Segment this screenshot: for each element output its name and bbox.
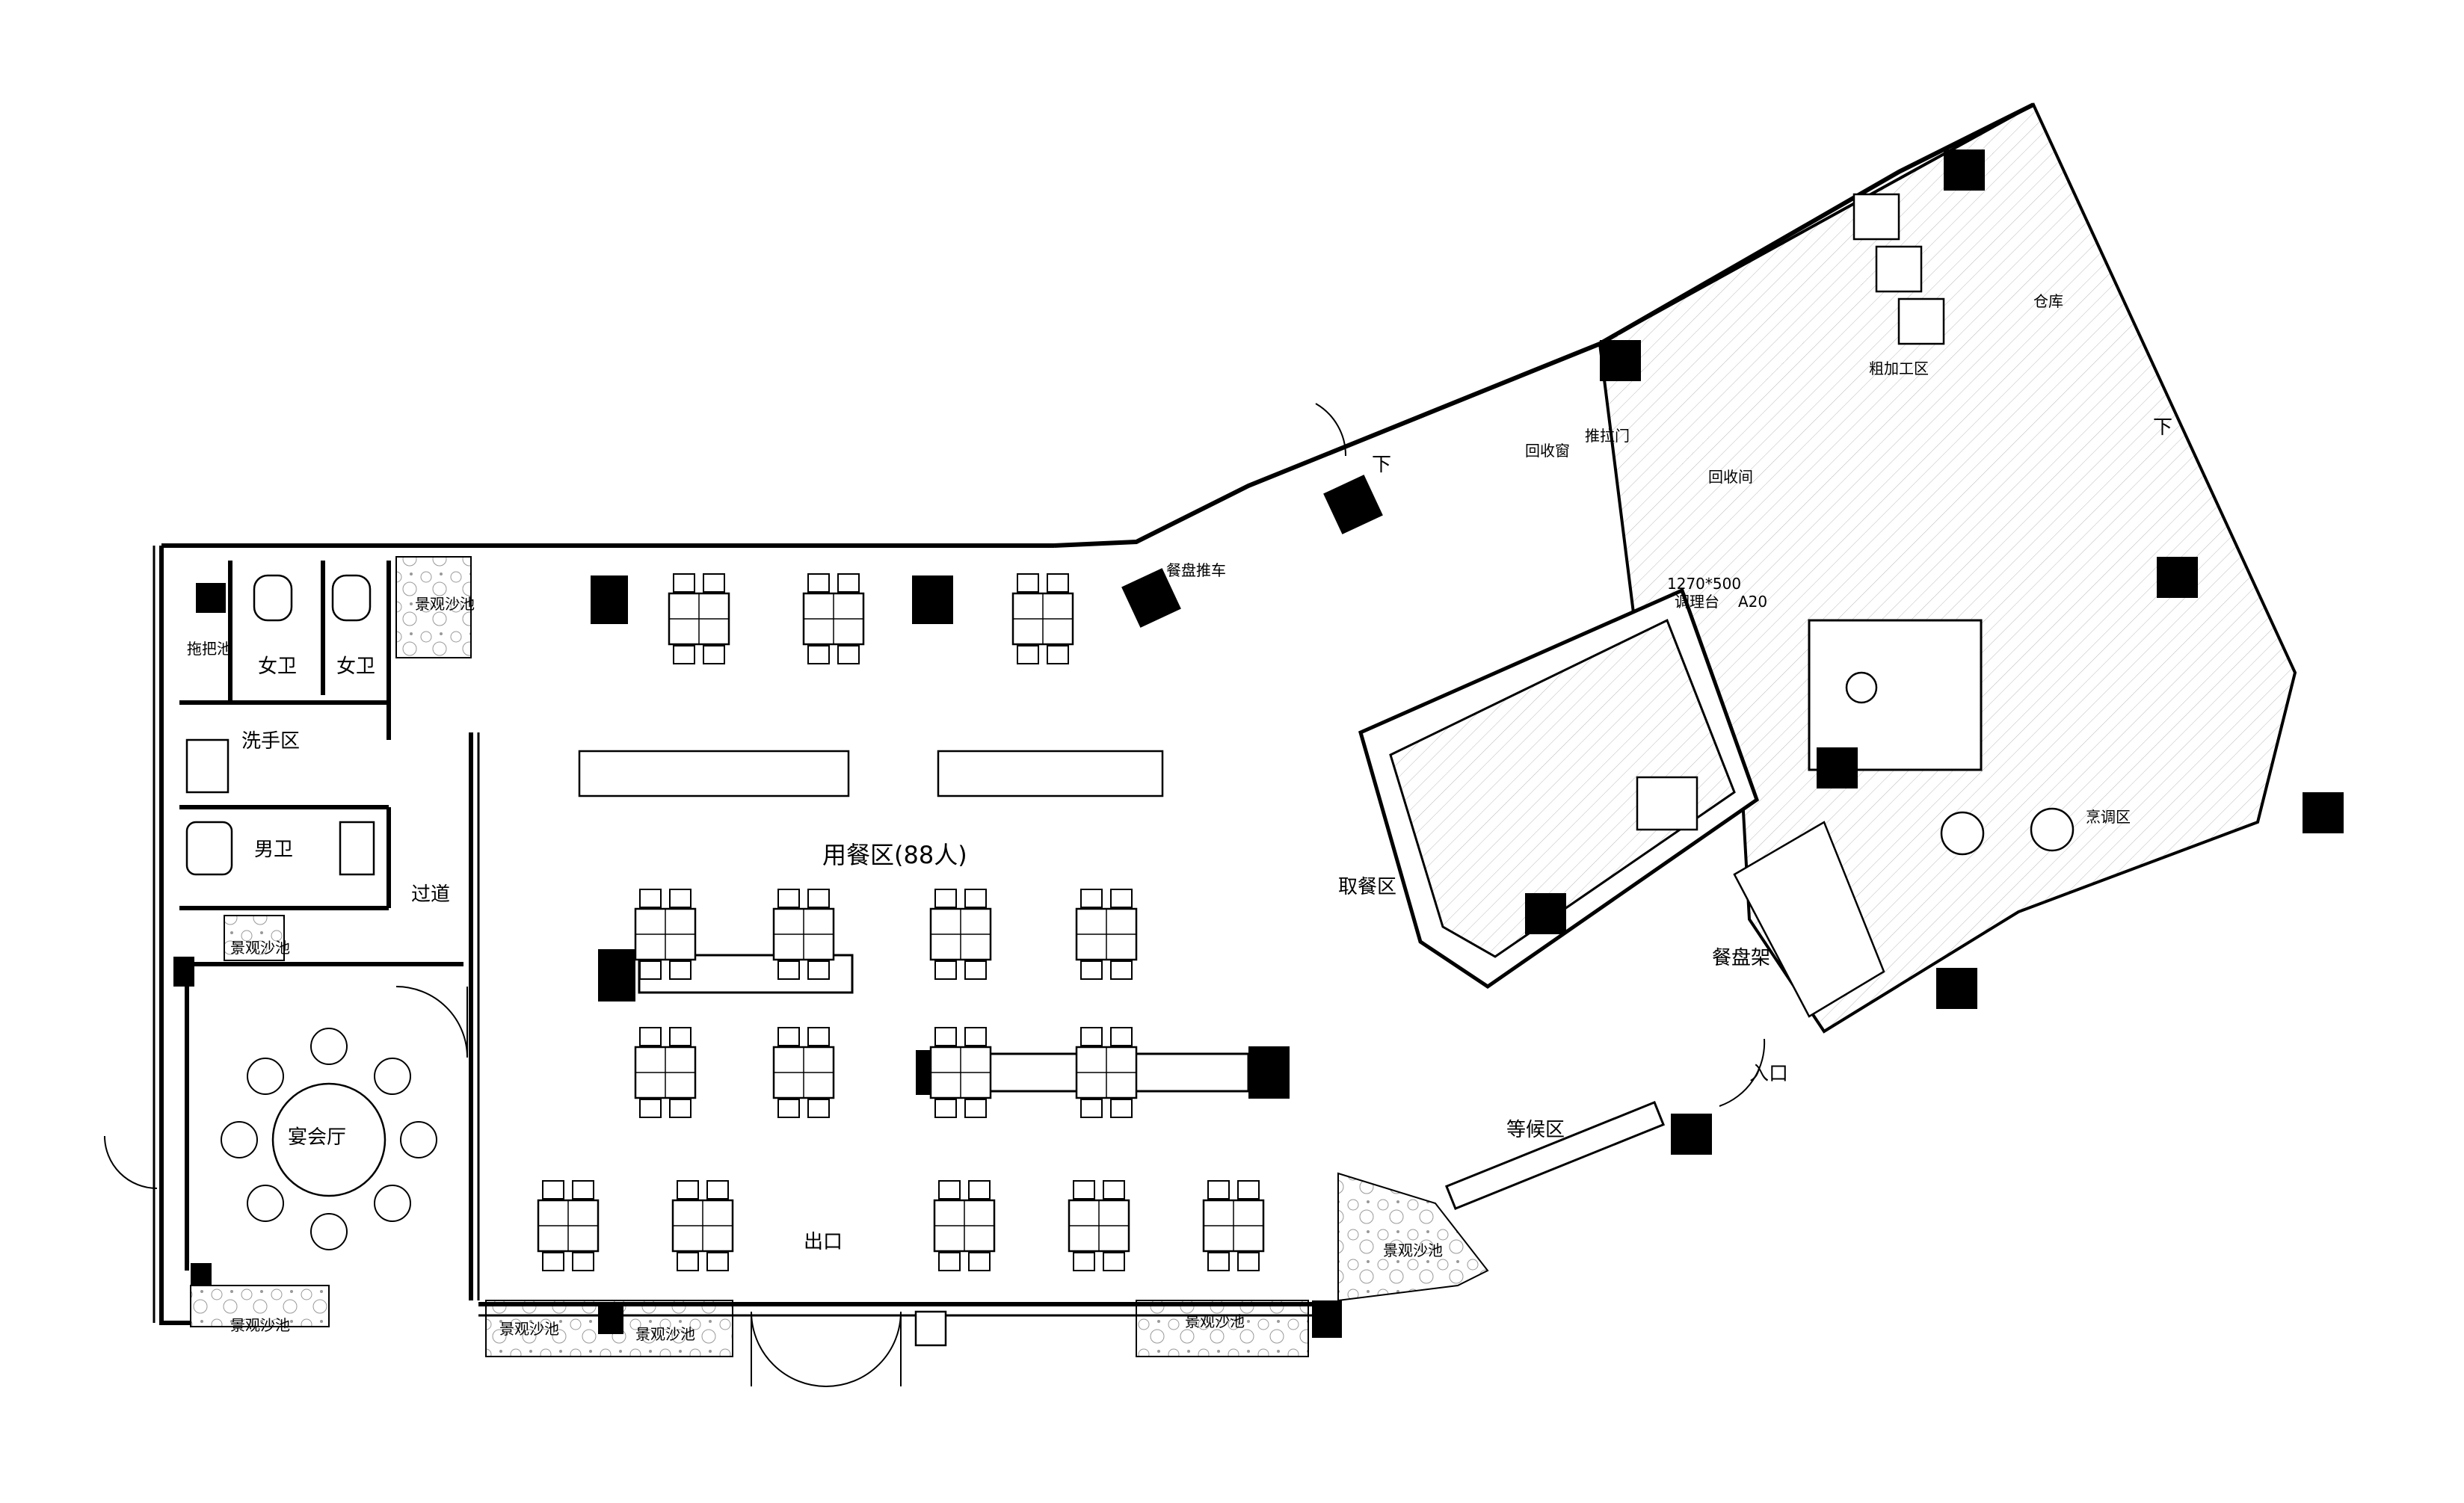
exit-label: 出口 [804, 1231, 843, 1253]
food-pickup-label: 取餐区 [1338, 876, 1396, 898]
recycle-room-label: 回收间 [1708, 468, 1753, 486]
banquet-round-table [221, 1028, 437, 1250]
tray-cart-label: 餐盘推车 [1166, 561, 1226, 579]
rough-processing-label: 粗加工区 [1869, 359, 1929, 377]
waiting-area-label: 等候区 [1506, 1119, 1565, 1141]
down-label-1: 下 [1372, 454, 1391, 476]
wash-area-label: 洗手区 [241, 730, 300, 753]
angled-wall [1053, 102, 2035, 628]
storage-label: 仓库 [2033, 292, 2063, 310]
garden-label: 景观沙池 [415, 595, 475, 613]
toilet-fixture [185, 574, 375, 876]
kitchen [1358, 102, 2344, 1210]
down-label-2: 下 [2153, 416, 2172, 439]
dimension-note: 1270*500 [1667, 575, 1741, 593]
garden-label: 景观沙池 [230, 1316, 290, 1334]
column [196, 583, 226, 613]
dining-hall [478, 543, 1342, 1387]
garden-label: 景观沙池 [1185, 1312, 1245, 1330]
garden-label: 景观沙池 [1383, 1241, 1443, 1259]
landscape-gardens [190, 556, 1489, 1357]
labels: 用餐区(88人) 宴会厅 过道 洗手区 女卫 女卫 男卫 拖把池 出口 入口 等… [187, 292, 2172, 1343]
recycle-window-label: 回收窗 [1525, 442, 1570, 460]
female-wc-2-label: 女卫 [336, 655, 375, 678]
wash-sink [185, 738, 230, 794]
left-wing [104, 543, 480, 1325]
garden-label: 景观沙池 [230, 939, 290, 957]
banquet-hall-label: 宴会厅 [288, 1126, 346, 1149]
garden-label: 景观沙池 [499, 1320, 559, 1338]
entrance-label: 入口 [1749, 1063, 1788, 1085]
tag-a20: A20 [1738, 593, 1767, 611]
female-wc-1-label: 女卫 [258, 655, 297, 678]
dining-area-label: 用餐区(88人) [822, 841, 967, 869]
corridor-label: 过道 [411, 883, 450, 906]
tray-rack-label: 餐盘架 [1712, 947, 1770, 969]
cooking-area-label: 烹调区 [2086, 808, 2131, 826]
mop-sink-label: 拖把池 [187, 640, 232, 658]
garden-label: 景观沙池 [635, 1325, 695, 1343]
sliding-door-label: 推拉门 [1585, 427, 1630, 445]
dimension-note-2: 调理台 [1675, 593, 1719, 611]
male-wc-label: 男卫 [254, 839, 293, 861]
